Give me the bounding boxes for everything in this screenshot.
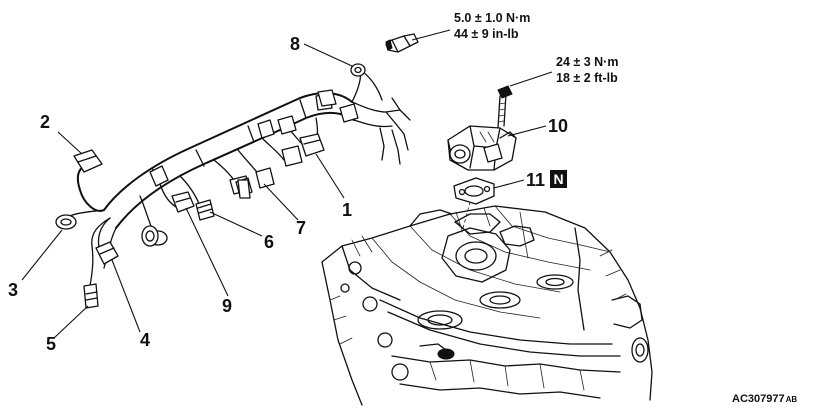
figure-code: AC307977AB	[732, 393, 797, 405]
callout-1: 1	[342, 200, 352, 220]
callout-6: 6	[264, 232, 274, 252]
installation-guide-line	[461, 201, 471, 233]
callout-8: 8	[290, 34, 300, 54]
figure-code-main: AC307977	[732, 393, 785, 405]
new-part-mark: N	[553, 171, 563, 187]
callout-10: 10	[548, 116, 568, 136]
torque-bolt8-imperial: 44 ± 9 in-lb	[454, 27, 519, 41]
callout-numbers: 8 2 3 5 4 9 6 7 1 10 11 N	[8, 34, 568, 354]
callout-11: 11	[526, 170, 545, 190]
callout-7: 7	[296, 218, 306, 238]
callout-leader-lines	[21, 29, 553, 339]
callout-9: 9	[222, 296, 232, 316]
gasket-11-illustration	[453, 177, 495, 205]
torque-specs: 5.0 ± 1.0 N·m 44 ± 9 in-lb 24 ± 3 N·m 18…	[454, 11, 618, 85]
bolt-10-illustration	[497, 85, 513, 129]
callout-4: 4	[140, 330, 150, 350]
callout-3: 3	[8, 280, 18, 300]
bolt-8-illustration	[385, 33, 419, 53]
torque-bolt10-metric: 24 ± 3 N·m	[556, 55, 618, 69]
figure-code-suffix: AB	[786, 395, 798, 404]
torque-bolt10-imperial: 18 ± 2 ft-lb	[556, 71, 618, 85]
torque-bolt8-metric: 5.0 ± 1.0 N·m	[454, 11, 530, 25]
idle-speed-control-unit-10	[447, 125, 517, 171]
engine-block-illustration	[321, 205, 653, 406]
callout-2: 2	[40, 112, 50, 132]
harness-connectors	[55, 63, 366, 309]
callout-5: 5	[46, 334, 56, 354]
new-part-badge	[550, 170, 567, 188]
